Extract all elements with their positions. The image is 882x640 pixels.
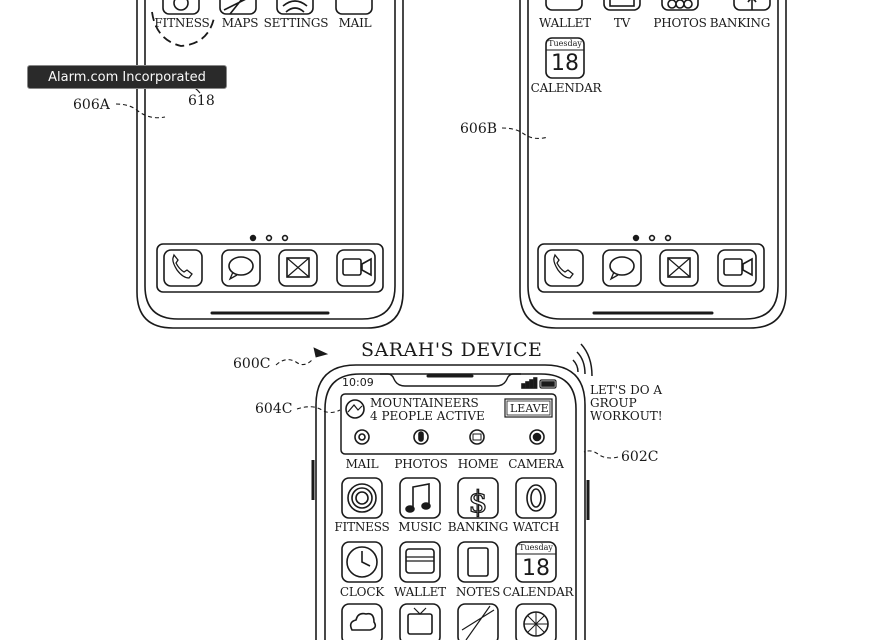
speech-line-2: GROUP	[590, 396, 637, 410]
ref-600c: 600C	[233, 356, 271, 372]
leave-button	[504, 398, 553, 418]
dock-b	[537, 243, 765, 293]
dock	[156, 243, 384, 293]
app-label-mail-c: MAIL	[345, 457, 379, 471]
fitness-icon	[341, 477, 383, 519]
svg-text:$: $	[468, 485, 487, 520]
calendar-day-c: 18	[522, 556, 550, 581]
app-label-mail-a: MAIL	[338, 16, 372, 30]
mic-fill-icon	[413, 429, 429, 445]
app-label-tv-b: TV	[613, 16, 631, 30]
app-label-wallet-b: WALLET	[539, 16, 591, 30]
device-c: $	[275, 343, 619, 640]
chat-icon-b	[602, 249, 642, 287]
battery-icon	[539, 379, 557, 389]
status-time: 10:09	[342, 376, 374, 389]
phone-icon-b	[544, 249, 584, 287]
calendar-weekday-b: Tuesday	[548, 39, 582, 48]
calendar-weekday-c: Tuesday	[519, 543, 553, 552]
chat-icon	[221, 249, 261, 287]
device-a	[115, 0, 404, 329]
wallet-icon-top	[545, 0, 583, 11]
app-label-music-c: MUSIC	[398, 520, 442, 534]
app-label-maps-a: MAPS	[221, 16, 259, 30]
ref-606b: 606B	[460, 121, 498, 137]
device-b	[501, 0, 787, 329]
banner-box	[340, 393, 557, 455]
app-label-home-c: HOME	[457, 457, 499, 471]
ref-604c: 604C	[255, 401, 293, 417]
settings-icon-c	[515, 603, 557, 640]
calendar-icon	[515, 541, 557, 583]
maps-icon	[219, 0, 257, 15]
settings-icon	[276, 0, 314, 15]
ref-618: 618	[188, 93, 215, 109]
wallet-icon	[399, 541, 441, 583]
mic-icon-c	[354, 429, 370, 445]
app-label-fitness-c: FITNESS	[334, 520, 390, 534]
music-icon	[399, 477, 441, 519]
app-label-watch-c: WATCH	[512, 520, 560, 534]
weather-icon	[341, 603, 383, 640]
highlight-circle	[151, 11, 215, 47]
group-icon	[345, 399, 365, 419]
fitness-icon	[162, 0, 200, 15]
ref-606a: 606A	[73, 97, 110, 113]
calendar-day-b: 18	[551, 51, 579, 76]
device-title: SARAH'S DEVICE	[361, 339, 543, 361]
ref-602c: 602C	[621, 449, 659, 465]
app-label-fitness-a: FITNESS	[154, 16, 210, 30]
video-icon-b	[717, 249, 757, 287]
app-label-camera-c: CAMERA	[508, 457, 564, 471]
signal-icon	[521, 377, 538, 389]
banking-icon	[457, 477, 499, 519]
app-label-banking-b: BANKING	[709, 16, 771, 30]
banner-active-count: 4 PEOPLE ACTIVE	[370, 409, 485, 423]
phone-icon	[163, 249, 203, 287]
mail-icon-b	[659, 249, 699, 287]
app-label-clock-c: CLOCK	[339, 585, 385, 599]
app-label-photos-b: PHOTOS	[653, 16, 707, 30]
speech-line-1: LET'S DO A	[590, 383, 663, 397]
app-label-notes-c: NOTES	[455, 585, 501, 599]
video-icon	[336, 249, 376, 287]
leave-button-label[interactable]: LEAVE	[510, 402, 549, 415]
clock-icon	[341, 541, 383, 583]
mail-icon	[278, 249, 318, 287]
speaker-icon	[529, 429, 545, 445]
app-label-banking-c: BANKING	[447, 520, 509, 534]
speech-line-3: WORKOUT!	[590, 409, 663, 423]
app-label-calendar-c: CALENDAR	[502, 585, 574, 599]
tv-icon-c	[399, 603, 441, 640]
calendar-icon-b	[545, 37, 585, 79]
app-label-settings-a: SETTINGS	[263, 16, 329, 30]
tooltip: Alarm.com Incorporated	[27, 65, 227, 89]
app-label-calendar-b: CALENDAR	[530, 81, 602, 95]
photos-icon	[661, 0, 699, 11]
banner-group-name: MOUNTAINEERS	[370, 396, 479, 410]
maps-icon-c	[457, 603, 499, 640]
app-label-wallet-c: WALLET	[394, 585, 446, 599]
cam-icon	[469, 429, 485, 445]
notes-icon	[457, 541, 499, 583]
tv-icon	[603, 0, 641, 11]
app-label-photos-c: PHOTOS	[394, 457, 448, 471]
watch-icon	[515, 477, 557, 519]
mail-icon-top	[335, 0, 373, 15]
